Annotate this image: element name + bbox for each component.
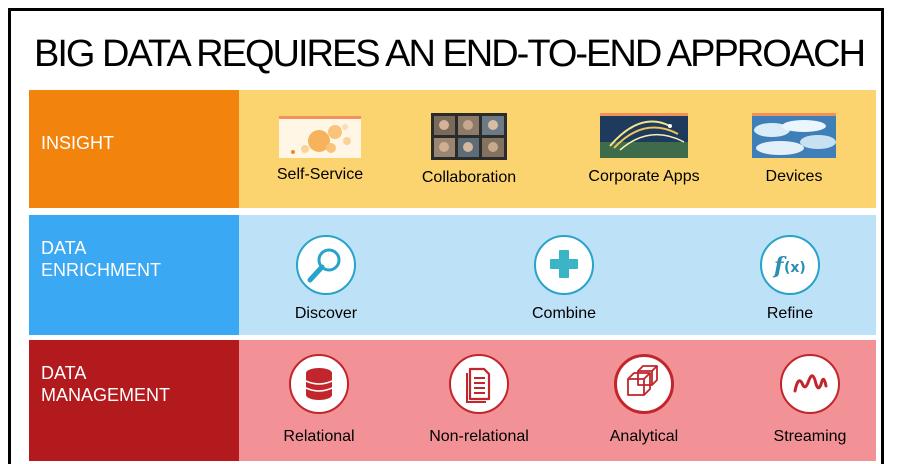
insight-item-self-service: Self-Service — [259, 116, 381, 184]
insight-item-devices: Devices — [744, 113, 844, 186]
devices-caption: Devices — [765, 168, 823, 185]
discover-caption: Discover — [294, 305, 358, 322]
data-management-label: DATA MANAGEMENT — [29, 340, 239, 461]
diagram-title: BIG DATA REQUIRES AN END-TO-END APPROACH — [33, 33, 866, 75]
data-management-label-line-1: DATA — [41, 363, 87, 383]
enrichment-item-refine: f (x) Refine — [740, 235, 840, 323]
data-enrichment-row: DATA ENRICHMENT Discover — [29, 215, 876, 335]
management-item-analytical: Analytical — [589, 354, 699, 446]
corporate-apps-thumbnail — [600, 113, 688, 158]
data-management-band: Relational Non-relational — [239, 340, 876, 461]
self-service-thumbnail — [279, 116, 361, 158]
database-icon — [289, 354, 349, 414]
combine-caption: Combine — [531, 305, 597, 322]
magnifier-icon — [296, 235, 356, 295]
data-enrichment-band: Discover Combine f (x) R — [239, 215, 876, 335]
data-enrichment-label-line-1: DATA — [41, 238, 87, 258]
self-service-caption: Self-Service — [276, 166, 364, 183]
data-management-row: DATA MANAGEMENT Relational — [29, 340, 876, 461]
function-icon: f (x) — [760, 235, 820, 295]
analytical-caption: Analytical — [609, 428, 679, 445]
corporate-apps-caption: Corporate Apps — [588, 168, 700, 185]
insight-label: INSIGHT — [29, 90, 239, 208]
management-item-non-relational: Non-relational — [419, 354, 539, 446]
data-enrichment-label: DATA ENRICHMENT — [29, 215, 239, 335]
relational-caption: Relational — [283, 428, 355, 445]
svg-text:f: f — [772, 253, 787, 279]
streaming-caption: Streaming — [773, 428, 847, 445]
devices-thumbnail — [752, 113, 836, 158]
data-enrichment-label-line-2: ENRICHMENT — [41, 260, 161, 280]
insight-item-collaboration: Collaboration — [404, 113, 534, 187]
management-item-relational: Relational — [269, 354, 369, 446]
plus-icon — [534, 235, 594, 295]
wave-icon — [780, 354, 840, 414]
collaboration-thumbnail — [431, 113, 507, 160]
svg-text:(x): (x) — [784, 260, 806, 276]
insight-band: Self-Service — [239, 90, 876, 208]
insight-row: INSIGHT Self-Service — [29, 90, 876, 208]
document-icon — [449, 354, 509, 414]
collaboration-caption: Collaboration — [421, 169, 517, 186]
data-management-label-line-2: MANAGEMENT — [41, 385, 171, 405]
cube-icon — [614, 354, 674, 414]
insight-item-corporate-apps: Corporate Apps — [574, 113, 714, 186]
management-item-streaming: Streaming — [760, 354, 860, 446]
enrichment-item-combine: Combine — [504, 235, 624, 323]
non-relational-caption: Non-relational — [429, 428, 529, 445]
insight-label-line: INSIGHT — [41, 133, 115, 153]
refine-caption: Refine — [766, 305, 814, 322]
enrichment-item-discover: Discover — [276, 235, 376, 323]
diagram-frame: BIG DATA REQUIRES AN END-TO-END APPROACH… — [8, 8, 884, 464]
